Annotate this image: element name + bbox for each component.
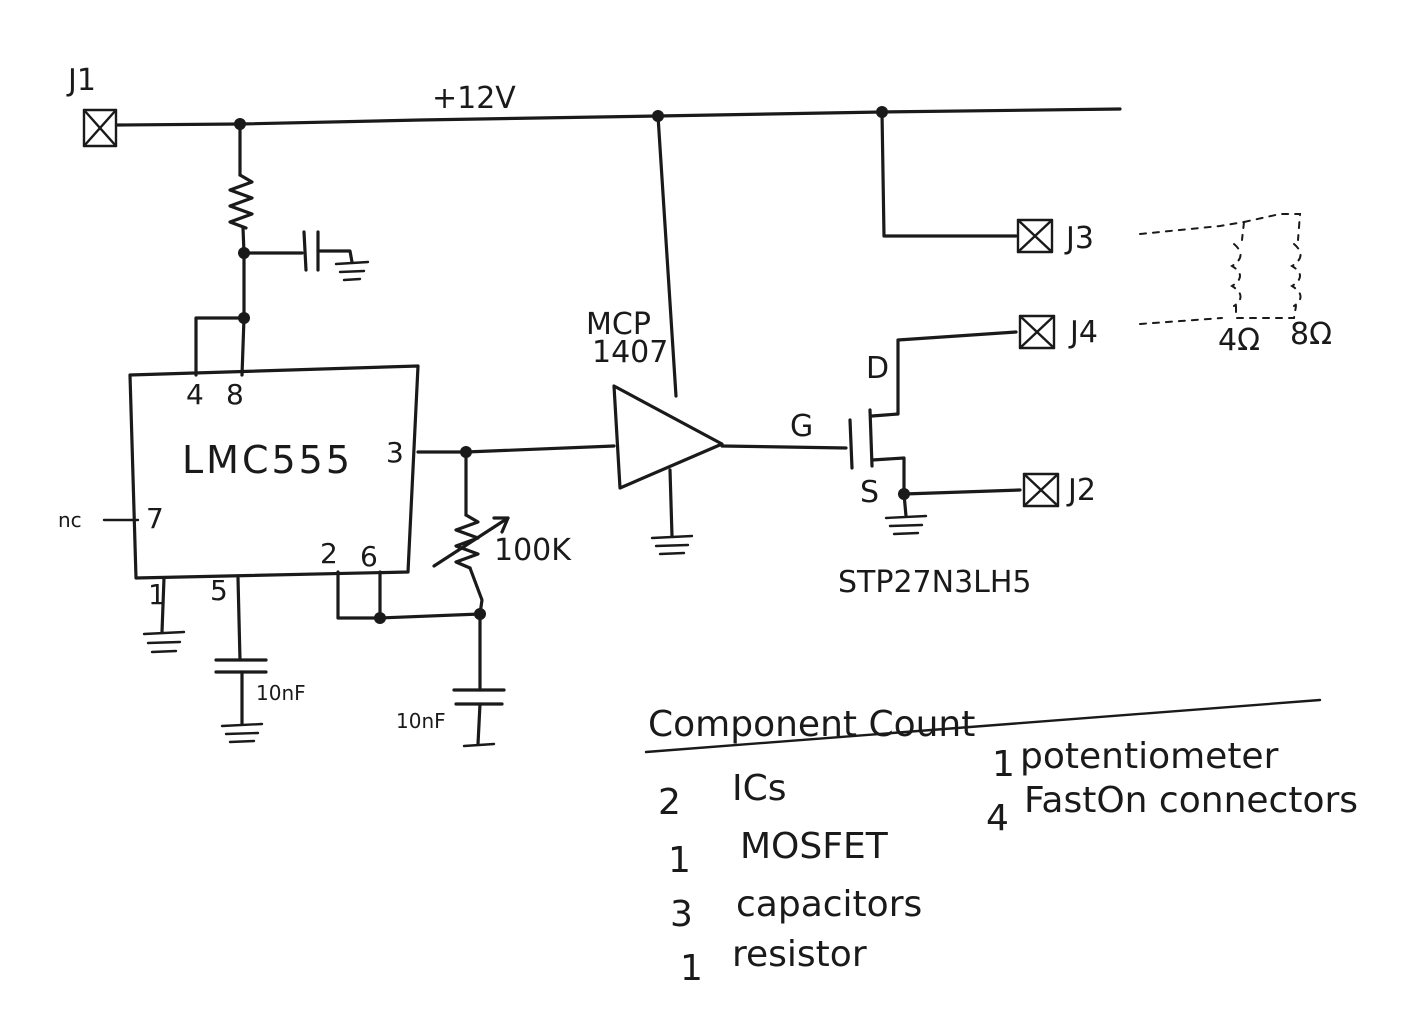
pot-label: 100K [494,533,572,568]
mosfet-part-label: STP27N3LH5 [838,565,1032,600]
ground-icon [220,722,264,744]
pin-7-label: 7 [146,502,164,535]
pin-1-label: 1 [148,578,166,611]
j1-label: J1 [66,63,96,98]
pin-8-label: 8 [226,378,244,411]
control-capacitor-icon [214,658,268,726]
timing-capacitor-icon [452,688,506,748]
j4-label: J4 [1068,315,1098,350]
count-faston-number: 4 [986,798,1009,839]
ic555-body [128,364,420,580]
count-resistor-label: resistor [732,934,867,975]
cap5-label: 10nF [256,681,306,705]
count-potentiometer-number: 1 [992,744,1015,785]
speaker-8ohm-label: 8Ω [1290,317,1332,352]
j1-connector-icon [82,108,118,148]
resistor-icon [228,122,254,255]
ic555-name: LMC555 [182,438,353,482]
pin-2-label: 2 [320,537,338,570]
potentiometer-icon [432,450,510,616]
nc-label: nc [58,508,82,532]
count-resistor-number: 1 [680,948,703,989]
timing-cap-label: 10nF [396,709,446,733]
drain-label: D [866,351,889,386]
supply-label: +12V [432,81,516,116]
driver-buffer-icon [612,384,724,490]
count-faston-label: FastOn connectors [1024,780,1358,821]
source-label: S [860,475,879,510]
mosfet-icon [848,330,1022,518]
pin-6-label: 6 [360,540,378,573]
count-capacitors-number: 3 [670,894,693,935]
ground-icon [142,630,186,654]
pin-3-label: 3 [386,436,404,469]
pin-4-label: 4 [186,378,204,411]
count-capacitors-label: capacitors [736,884,922,925]
j3-label: J3 [1064,221,1094,256]
ground-icon [650,534,694,556]
decoupling-capacitor-icon [242,230,354,272]
driver-label-line1: MCP [586,307,651,342]
supply-rail [116,106,1122,130]
count-potentiometer-label: potentiometer [1020,736,1279,777]
j3-connector-icon [1016,218,1054,254]
pin-5-label: 5 [210,574,228,607]
count-mosfet-label: MOSFET [740,826,889,867]
count-ics-label: ICs [732,768,787,809]
j2-connector-icon [1022,472,1060,508]
speaker-wiring [1139,213,1302,325]
gate-label: G [790,409,813,444]
ground-icon [884,514,928,536]
speaker-4ohm-label: 4Ω [1218,323,1260,358]
ground-icon [334,260,370,282]
count-ics-number: 2 [658,782,681,823]
driver-label-line2: 1407 [592,335,668,370]
j2-label: J2 [1066,473,1096,508]
count-mosfet-number: 1 [668,840,691,881]
j4-connector-icon [1018,314,1056,350]
